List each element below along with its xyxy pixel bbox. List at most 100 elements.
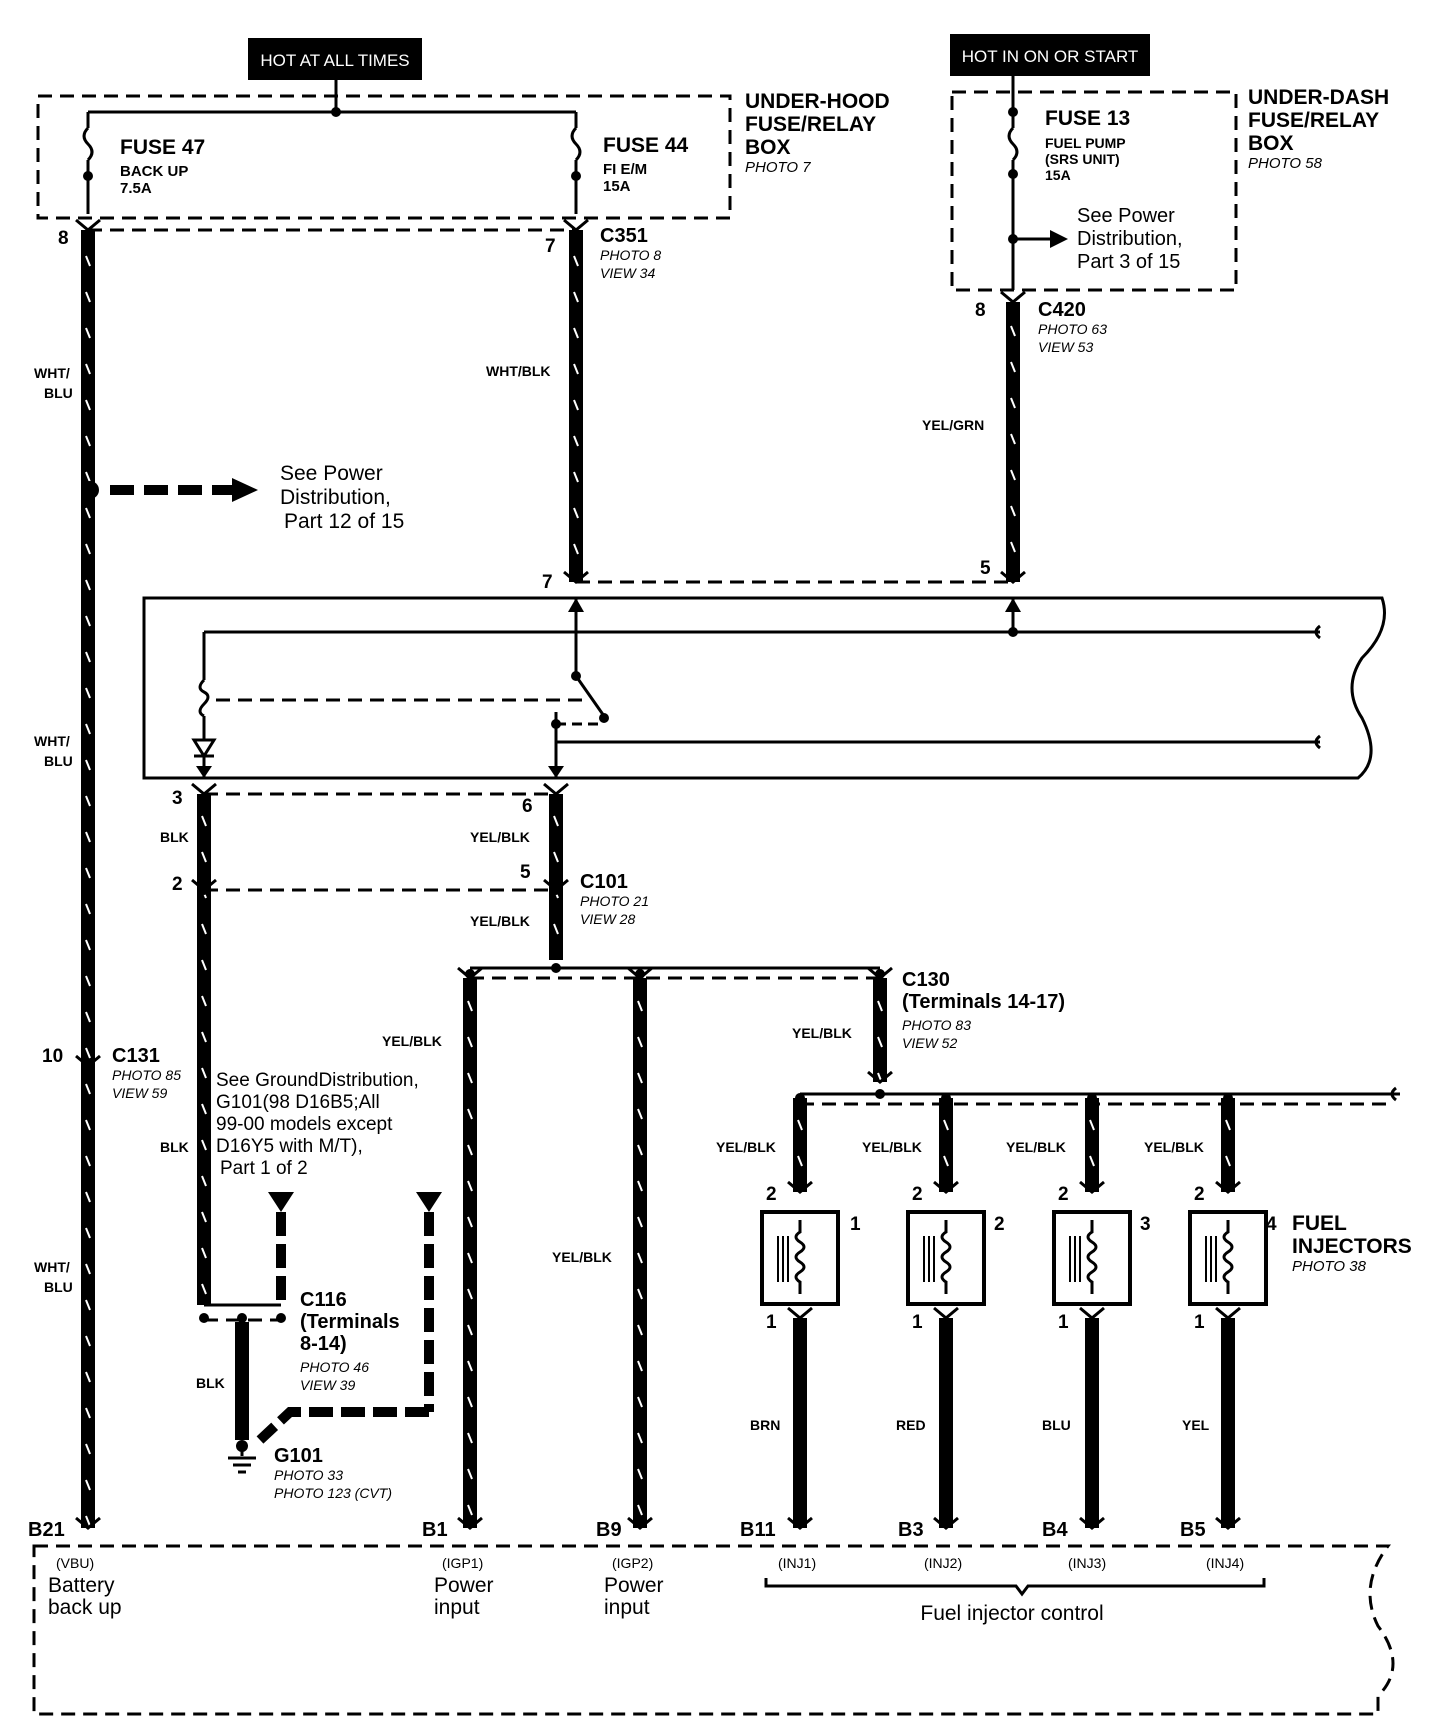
wire-stripe (637, 1144, 643, 1156)
connector-chevron (787, 1180, 813, 1194)
wire-stripe (85, 615, 91, 627)
wire-stripe (637, 1468, 643, 1480)
wire-stripe (573, 543, 579, 555)
pin-6: 6 (522, 796, 533, 817)
wire-stripe (637, 1432, 643, 1444)
wire-stripe (201, 1139, 207, 1151)
wire-stripe (573, 363, 579, 375)
wire-stripe (85, 507, 91, 519)
wire-label-wht-blu-1b: BLU (44, 385, 73, 401)
wire-stripe (467, 1000, 473, 1012)
fuse-44-name: FUSE 44 (603, 134, 689, 157)
wire-stripe (85, 1047, 91, 1059)
wire-stripe (201, 1031, 207, 1043)
wire-stripe (85, 1119, 91, 1131)
ground-note-l3: 99-00 models except (216, 1114, 393, 1135)
pin-8-left: 8 (58, 228, 69, 249)
pin-3: 3 (172, 788, 183, 809)
wire-stripe (553, 851, 559, 863)
wire-stripe (1010, 469, 1016, 481)
connector-chevron (1079, 1180, 1105, 1194)
pin-7-c351: 7 (545, 236, 556, 257)
wire-stripe (201, 995, 207, 1007)
wire-stripe (85, 1227, 91, 1239)
wire-stripe (85, 471, 91, 483)
injector-pin2-2: 2 (912, 1184, 923, 1205)
pin-8-c420: 8 (975, 300, 986, 321)
c116-view: VIEW 39 (300, 1377, 355, 1393)
injectors-title-2: INJECTORS (1292, 1235, 1412, 1258)
wire-label-yel-grn: YEL/GRN (922, 417, 984, 433)
hot-at-all-times-label: HOT AT ALL TIMES (260, 51, 409, 70)
wire-label-red: RED (896, 1417, 926, 1433)
main-relay-block (142, 596, 1386, 780)
wire-stripe (573, 435, 579, 447)
wire-label-yel-blk-inj2: YEL/BLK (862, 1139, 922, 1155)
injectors-photo: PHOTO 38 (1292, 1258, 1367, 1275)
wire-stripe (85, 291, 91, 303)
wire-stripe (85, 1515, 91, 1527)
ecm-sig-igp1: (IGP1) (442, 1555, 483, 1571)
ecm-pin-b3: B3 (898, 1519, 924, 1541)
wire-stripe (85, 975, 91, 987)
connector-chevron (933, 1180, 959, 1194)
ecm-sig-inj2: (INJ2) (924, 1555, 962, 1571)
c131-name: C131 (112, 1045, 160, 1067)
wire-stripe (201, 1283, 207, 1295)
see-power-12-l1: See Power (280, 462, 383, 485)
under-hood-fuse-box (36, 94, 732, 220)
see-power-3-l3: Part 3 of 15 (1077, 251, 1180, 273)
wire-stripe (467, 1360, 473, 1372)
injector-pin1-4: 1 (1194, 1312, 1205, 1333)
connector-chevron (1079, 1516, 1105, 1530)
wire-stripe (573, 255, 579, 267)
wire-stripe (573, 399, 579, 411)
connector-chevron (1000, 290, 1026, 304)
connector-chevron (787, 1306, 813, 1320)
wire-stripe (85, 327, 91, 339)
under-hood-title-3: BOX (745, 136, 791, 159)
wire-stripe (201, 851, 207, 863)
connector-chevron (1215, 1180, 1241, 1194)
c130-photo: PHOTO 83 (902, 1017, 971, 1033)
wire-stripe (1089, 1119, 1095, 1131)
wire-label-wht-blu-3a: WHT/ (34, 1259, 70, 1275)
wire-stripe (85, 939, 91, 951)
fuse-13-desc2: (SRS UNIT) (1045, 151, 1120, 167)
c351-photo: PHOTO 8 (600, 247, 661, 263)
wire-stripe (201, 1247, 207, 1259)
fuse-13-name: FUSE 13 (1045, 107, 1130, 130)
ecm-pin-b21: B21 (28, 1519, 65, 1541)
c101-view: VIEW 28 (580, 911, 635, 927)
connector-chevron (933, 1516, 959, 1530)
injector-num-4: 4 (1266, 1214, 1277, 1235)
wire-stripe (467, 1180, 473, 1192)
wire-stripe (201, 815, 207, 827)
ecm-sig-vbu: (VBU) (56, 1555, 94, 1571)
wire-stripe (467, 1036, 473, 1048)
wire-stripe (637, 1252, 643, 1264)
connector-chevron (75, 218, 101, 232)
connector-chevron (457, 1516, 483, 1530)
wire-label-yel-blk-inj4: YEL/BLK (1144, 1139, 1204, 1155)
connector-chevron (75, 1516, 101, 1530)
wire-stripe (467, 1396, 473, 1408)
connector-chevron (1079, 1306, 1105, 1320)
wire-stripe (201, 1103, 207, 1115)
wire-stripe (637, 1072, 643, 1084)
wire-stripe (573, 507, 579, 519)
under-dash-photo: PHOTO 58 (1248, 155, 1323, 172)
wire-stripe (943, 1155, 949, 1167)
wire-stripe (201, 1211, 207, 1223)
wire-stripe (1010, 541, 1016, 553)
wire-stripe (1010, 505, 1016, 517)
wire-stripe (637, 1036, 643, 1048)
under-hood-title-1: UNDER-HOOD (745, 90, 890, 113)
fuse-47-rating: 7.5A (120, 180, 152, 197)
connector-chevron (933, 1306, 959, 1320)
wire-stripe (85, 363, 91, 375)
injector-coil-icon (794, 1220, 806, 1294)
c116-terms-1: (Terminals (300, 1311, 400, 1333)
g101-photo-1: PHOTO 33 (274, 1467, 343, 1483)
wire-label-yel-blk-4: YEL/BLK (552, 1249, 612, 1265)
